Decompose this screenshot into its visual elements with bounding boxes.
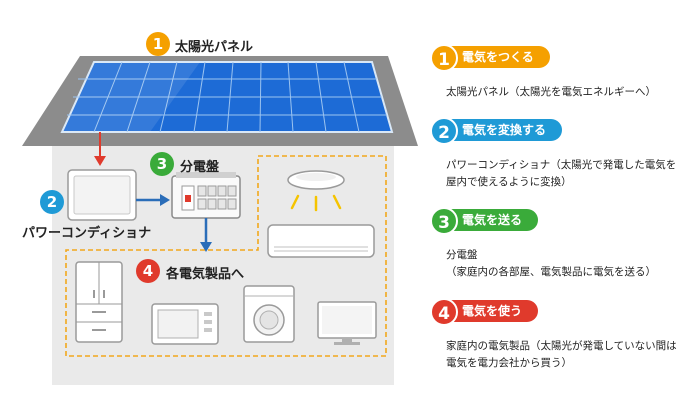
step-3-description: 分電盤 （家庭内の各部屋、電気製品に電気を送る） xyxy=(446,249,656,278)
step-1: 電気をつくる 1 太陽光パネル（太陽光を電気エネルギーへ） xyxy=(430,44,685,114)
step-4-title: 電気を使う xyxy=(440,300,539,322)
power-conditioner xyxy=(67,169,137,221)
step-1-title: 電気をつくる xyxy=(440,46,550,68)
step-3: 電気を送る 3 分電盤 （家庭内の各部屋、電気製品に電気を送る） xyxy=(430,207,685,287)
television xyxy=(317,301,377,345)
air-conditioner xyxy=(267,224,375,258)
power-conditioner-number-badge: 2 xyxy=(40,190,64,214)
step-2-title: 電気を変換する xyxy=(440,119,563,141)
step-4-description: 家庭内の電気製品（太陽光が発電していない間は電気を電力会社から買う） xyxy=(446,340,677,369)
solar-panel-number-badge: 1 xyxy=(146,32,170,56)
appliance-area-outline xyxy=(65,155,387,357)
power-conditioner-label: パワーコンディショナ xyxy=(22,226,152,241)
appliances-label: 各電気製品へ xyxy=(166,267,245,282)
step-1-description: 太陽光パネル（太陽光を電気エネルギーへ） xyxy=(446,86,656,98)
solar-panel-label: 太陽光パネル xyxy=(175,40,254,55)
step-3-number-badge: 3 xyxy=(430,207,458,235)
appliances-number-badge: 4 xyxy=(136,259,160,283)
step-4-number-badge: 4 xyxy=(430,298,458,326)
solar-panel xyxy=(60,61,394,133)
washing-machine xyxy=(243,285,295,343)
arrow-board-to-appliances xyxy=(200,218,212,252)
step-2-number-badge: 2 xyxy=(430,117,458,145)
step-2-description: パワーコンディショナ（太陽光で発電した電気を屋内で使えるように変換） xyxy=(446,159,677,188)
step-3-title: 電気を送る xyxy=(440,209,539,231)
arrow-panel-to-conditioner xyxy=(94,132,106,166)
step-2: 電気を変換する 2 パワーコンディショナ（太陽光で発電した電気を屋内で使えるよう… xyxy=(430,117,685,197)
arrow-conditioner-to-board xyxy=(136,194,170,206)
distribution-board xyxy=(171,172,241,219)
distribution-board-number-badge: 3 xyxy=(150,152,174,176)
distribution-board-label: 分電盤 xyxy=(180,160,220,175)
step-1-number-badge: 1 xyxy=(430,44,458,72)
microwave xyxy=(151,303,219,345)
ceiling-light xyxy=(287,170,345,212)
refrigerator xyxy=(75,261,123,343)
step-4: 電気を使う 4 家庭内の電気製品（太陽光が発電していない間は電気を電力会社から買… xyxy=(430,298,685,388)
